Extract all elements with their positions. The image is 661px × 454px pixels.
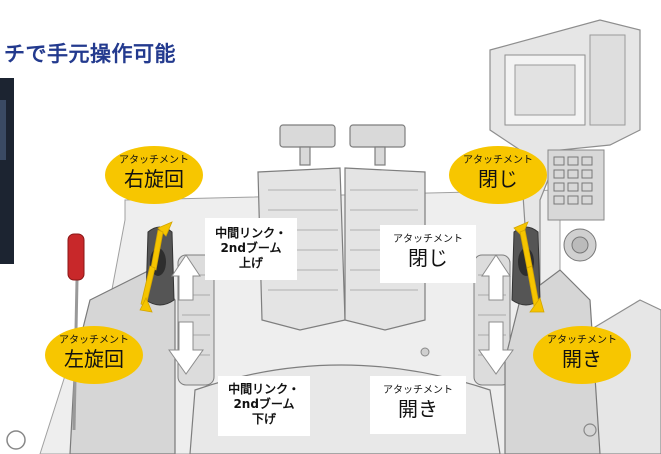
box-link-boom-up: 中間リンク・ 2ndブーム 上げ bbox=[205, 218, 297, 280]
label-large: 開き bbox=[562, 347, 602, 371]
yellow-arrow-right bbox=[513, 221, 545, 313]
page-headline: チで手元操作可能 bbox=[4, 42, 176, 66]
box-link-boom-down: 中間リンク・ 2ndブーム 下げ bbox=[218, 376, 310, 436]
box-small: アタッチメント bbox=[383, 385, 453, 396]
box-line: 中間リンク・ bbox=[215, 226, 287, 240]
yellow-arrow-left bbox=[139, 221, 173, 313]
label-small: アタッチメント bbox=[463, 155, 533, 166]
label-attachment-open-bottom: アタッチメント 開き bbox=[533, 326, 631, 384]
label-small: アタッチメント bbox=[547, 335, 617, 346]
box-attachment-close: アタッチメント 閉じ bbox=[380, 225, 476, 283]
keypad-panel bbox=[547, 149, 605, 262]
headrest bbox=[279, 124, 406, 166]
label-large: 左旋回 bbox=[64, 347, 124, 371]
box-line: 中間リンク・ bbox=[228, 382, 300, 396]
label-attachment-left-rotate: アタッチメント 左旋回 bbox=[45, 326, 143, 384]
label-large: 閉じ bbox=[478, 167, 518, 191]
box-line: 上げ bbox=[238, 256, 263, 270]
label-small: アタッチメント bbox=[119, 155, 189, 166]
box-line: 2ndブーム bbox=[233, 397, 295, 411]
box-attachment-open: アタッチメント 開き bbox=[370, 376, 466, 434]
white-arrows bbox=[168, 254, 514, 375]
box-large: 閉じ bbox=[408, 246, 448, 270]
label-small: アタッチメント bbox=[59, 335, 129, 346]
label-large: 右旋回 bbox=[124, 167, 184, 191]
box-line: 2ndブーム bbox=[220, 241, 282, 255]
box-small: アタッチメント bbox=[393, 234, 463, 245]
box-large: 開き bbox=[398, 397, 438, 421]
label-attachment-close-top: アタッチメント 閉じ bbox=[449, 146, 547, 204]
label-attachment-right-rotate: アタッチメント 右旋回 bbox=[105, 146, 203, 204]
box-line: 下げ bbox=[251, 412, 276, 426]
